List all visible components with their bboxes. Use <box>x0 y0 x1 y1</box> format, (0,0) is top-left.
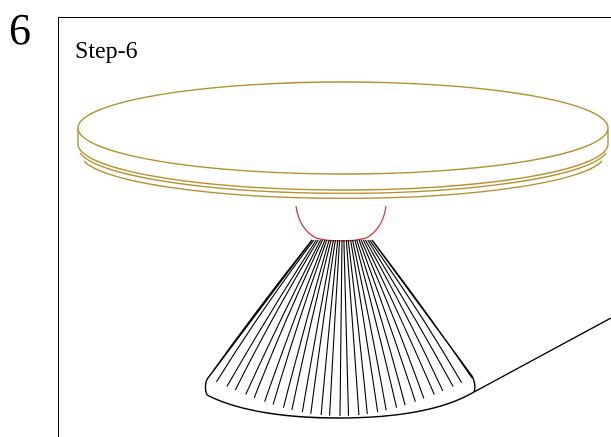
cone-flute-line <box>358 239 416 402</box>
cone-pleat-line <box>356 239 406 406</box>
cone-flute-line <box>282 239 330 408</box>
cone-pleat-line <box>369 239 463 383</box>
cone-flute-line <box>245 239 322 395</box>
neck-right-curve <box>365 205 387 239</box>
step-label: Step-6 <box>75 38 138 64</box>
table-drawing <box>77 81 611 419</box>
tabletop-top-ellipse <box>77 81 609 175</box>
tabletop-edge-line-3 <box>83 160 603 200</box>
cone-flute-line <box>345 239 360 416</box>
cone-flute-line <box>264 239 326 402</box>
cone-pleat-line <box>343 239 350 416</box>
neck-ring <box>315 237 367 242</box>
cone-pleat-line <box>329 239 341 416</box>
cone-pleat-line <box>310 239 336 414</box>
cone-pleat-line <box>234 239 319 391</box>
cone-pleat-line <box>272 239 328 405</box>
tabletop-edge-line-2 <box>79 152 607 195</box>
cone-pleat-line <box>360 239 425 399</box>
cone-base-outline <box>204 375 476 419</box>
cone-pleat-line <box>364 239 444 392</box>
cone-bottom-right-cap <box>471 375 476 393</box>
step-number: 6 <box>9 5 31 54</box>
cone-base <box>207 239 473 417</box>
cone-left-side <box>207 239 313 379</box>
cone-flute-line <box>226 239 317 387</box>
cone-right-side <box>371 239 473 377</box>
tabletop-edge-line-1 <box>77 128 609 191</box>
neck <box>295 205 387 242</box>
tabletop <box>77 81 609 200</box>
cone-bottom-edge <box>206 391 475 419</box>
cone-flute-line <box>301 239 334 413</box>
cone-flute-line <box>350 239 379 413</box>
cone-flute-line <box>320 239 339 416</box>
cone-flute-line <box>362 239 435 395</box>
drawing-frame <box>58 17 611 437</box>
cone-bottom-left-cap <box>204 377 209 396</box>
cone-flute-line <box>367 239 454 387</box>
cone-flute-line <box>354 239 398 408</box>
neck-left-curve <box>295 205 317 239</box>
cone-pleat-line <box>291 239 332 411</box>
cone-pleat-line <box>347 239 368 415</box>
leader-line <box>473 317 611 393</box>
cone-pleat-line <box>253 239 323 399</box>
cone-pleat-line <box>351 239 387 411</box>
cone-flute-line <box>339 239 343 417</box>
cone-pleat-line <box>216 239 315 383</box>
